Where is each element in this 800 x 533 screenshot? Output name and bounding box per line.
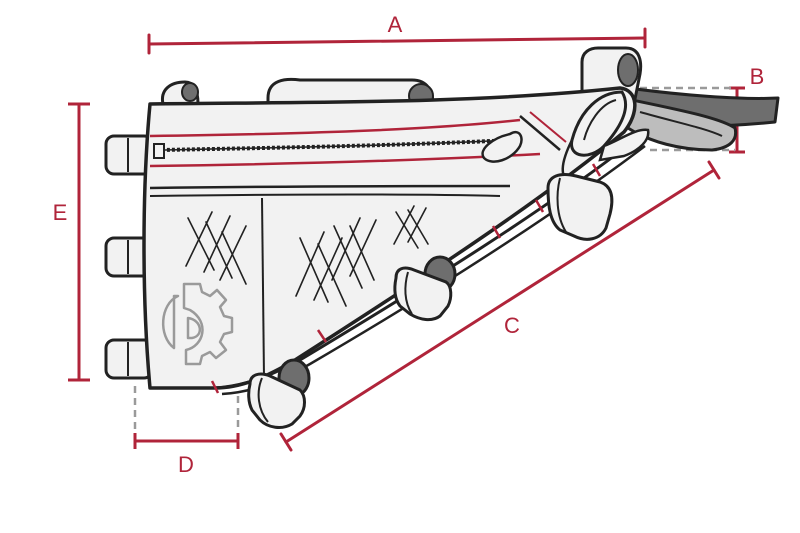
dimension-a [147, 27, 647, 55]
front-corner-tab [598, 128, 650, 162]
dimension-e [68, 102, 90, 382]
ripstop-pattern [185, 205, 429, 307]
dimension-label-a: A [388, 12, 403, 37]
frame-bag-body [142, 86, 637, 390]
dimension-d [133, 386, 240, 449]
zipper-pull-icon[interactable] [481, 130, 523, 163]
down-tube-strap-middle [393, 255, 457, 322]
head-tube-loop [561, 90, 628, 184]
panel-divider [261, 197, 265, 379]
top-tube-strap-left [160, 80, 200, 106]
dimension-label-b: B [750, 64, 765, 89]
down-tube-strap-front [546, 173, 614, 241]
head-tube-strap [626, 86, 780, 152]
gear-logo-icon [161, 282, 234, 366]
dimension-label-e: E [53, 200, 68, 225]
stitch-marks [210, 163, 602, 394]
zipper [153, 138, 513, 159]
dimension-c [279, 160, 721, 452]
dimension-label-c: C [504, 313, 520, 338]
down-tube-strap-rear [247, 358, 311, 429]
dimension-label-d: D [178, 452, 194, 477]
